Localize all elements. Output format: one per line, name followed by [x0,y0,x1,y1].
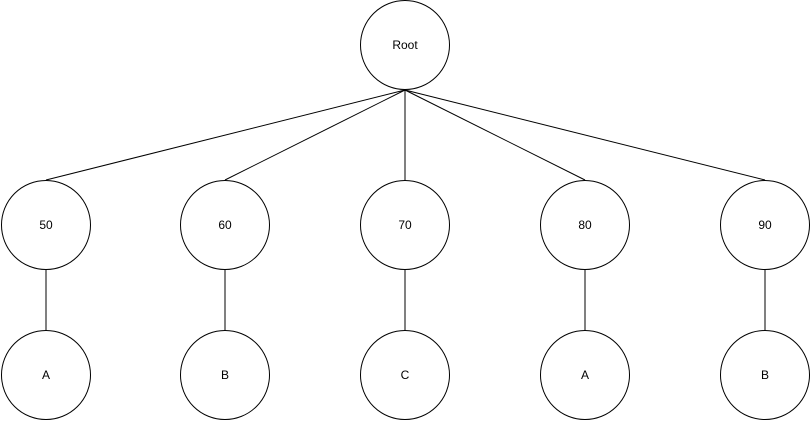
node-leaf-a-2: A [540,330,630,420]
node-50-label: 50 [39,218,53,232]
node-90-label: 90 [758,218,772,232]
node-root-circle [360,0,450,90]
edge-root-50 [45,89,406,181]
node-leaf-a-1-circle [1,330,91,420]
node-leaf-b-2-circle [720,330,810,420]
node-60: 60 [180,180,270,270]
node-leaf-b-1-label: B [221,368,229,382]
node-root: Root [360,0,450,90]
node-leaf-c-circle [360,330,450,420]
node-70-label: 70 [398,218,412,232]
node-50: 50 [1,180,91,270]
node-leaf-a-1: A [1,330,91,420]
node-60-circle [180,180,270,270]
node-leaf-b-2: B [720,330,810,420]
node-leaf-a-2-circle [540,330,630,420]
node-90-circle [720,180,810,270]
node-leaf-b-1-circle [180,330,270,420]
node-80: 80 [540,180,630,270]
node-leaf-b-2-label: B [761,368,769,382]
node-leaf-c: C [360,330,450,420]
node-leaf-c-label: C [401,368,410,382]
node-80-circle [540,180,630,270]
edge-root-90 [404,89,766,181]
node-50-circle [1,180,91,270]
edge-root-60 [224,89,406,181]
node-leaf-b-1: B [180,330,270,420]
edge-root-80 [404,89,586,181]
node-root-label: Root [392,38,418,52]
node-leaf-a-2-label: A [581,368,589,382]
node-70-circle [360,180,450,270]
node-80-label: 80 [578,218,592,232]
node-60-label: 60 [218,218,232,232]
node-leaf-a-1-label: A [42,368,50,382]
node-70: 70 [360,180,450,270]
node-90: 90 [720,180,810,270]
